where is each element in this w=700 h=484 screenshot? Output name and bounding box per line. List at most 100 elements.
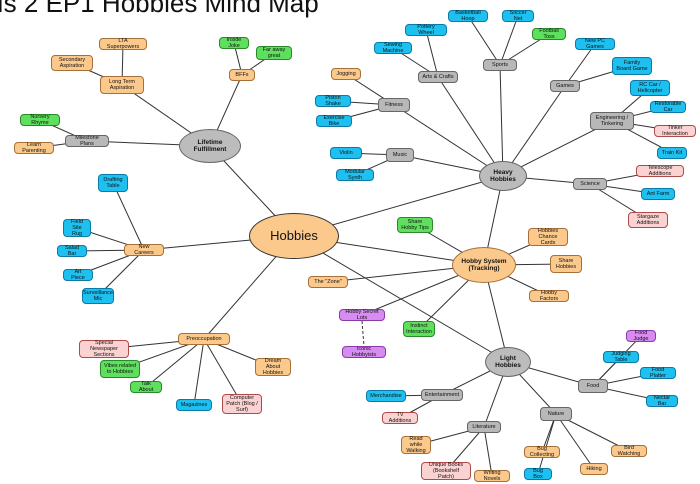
node-restorable: Restorable Car [650,101,686,113]
node-label: Inside Joke [226,36,242,49]
node-label: The "Zone" [314,278,342,285]
edge-arts-pottery [425,29,439,78]
node-bffs: BFFs [229,69,255,81]
node-label: Computer Patch (Blog / Surf) [226,394,258,414]
node-label: Soccer Net [509,9,527,22]
edge-heavy-games [502,85,566,177]
node-arts: Arts & Crafts [418,71,458,83]
node-insidejoke: Inside Joke [219,37,249,49]
node-secretlot: Hobby Secret Lots [339,309,385,321]
node-label: Train Kit [661,149,683,156]
node-label: Share Hobbies [555,257,577,270]
node-tinker: Tinker Interaction [654,125,696,137]
node-label: Stargaze Additions [636,213,660,226]
node-label: Sewing Machine [382,41,404,54]
node-fitness: Fitness [378,98,410,112]
node-label: Ant Farm [646,190,670,197]
node-label: Talk About [138,380,154,393]
edge-literature-writingnovels [483,426,493,477]
node-lta: LTA Superpowers [99,38,147,50]
node-label: Food [586,382,600,389]
node-merchandise: Merchandise [366,390,406,402]
node-milestone: Milestone Plans [65,135,109,147]
node-uniquebooks: Unique Books (Bookshelf Patch) [421,462,471,480]
node-pottery: Pottery Wheel [405,24,447,36]
node-label: Unique Books (Bookshelf Patch) [428,461,464,481]
node-tvadditions: TV Additions [382,412,418,424]
node-drafting: Drafting Table [98,174,128,192]
node-instinct: Instinct Interaction [403,321,435,337]
node-label: Exercise Bike [323,114,345,127]
edge-preoccupation-computerpatch [203,338,243,405]
node-computerpatch: Computer Patch (Blog / Surf) [222,394,262,414]
node-games: Games [550,80,580,92]
node-label: Hobbies Chance Cards [537,227,559,247]
node-soccer: Soccer Net [502,10,534,22]
node-label: Hobbies [270,227,318,243]
node-label: Surveillance Mic [83,289,113,302]
node-talkabout: Talk About [130,381,162,393]
node-label: Far away great [262,46,286,59]
node-label: Literature [472,423,496,430]
node-label: Hobby Factors [539,289,559,302]
node-nature: Nature [540,407,572,421]
node-label: Piston Shake [325,94,341,107]
node-label: Tinker Interaction [662,124,688,137]
node-birdwatching: Bird Watching [611,445,647,457]
node-label: Learn Parenting [22,141,46,154]
node-challenge: Hobbies Chance Cards [528,228,568,246]
node-label: Family Board Game [616,59,648,72]
node-violin: Violin [330,147,362,159]
node-label: Nature [547,410,565,417]
node-sports: Sports [483,59,517,71]
node-entertainment: Entertainment [421,389,463,401]
node-synth: Modular Synth [336,169,374,181]
edge-newcareers-drafting [112,182,145,251]
node-pistonshake: Piston Shake [315,95,351,107]
node-label: BFFs [235,71,249,78]
node-exercisebike: Exercise Bike [316,115,352,127]
node-vibes: Vibes related to Hobbies [100,360,140,378]
node-label: Field Site Rug [71,218,83,238]
node-label: TV Additions [388,411,412,424]
node-label: LTA Superpowers [106,37,140,50]
edge-nature-hiking [555,413,595,470]
edge-preoccupation-magazines [193,338,205,406]
node-music: Music [386,148,414,162]
node-literature: Literature [467,421,501,433]
node-label: Preoccupation [186,335,222,342]
node-label: Engineering / Tinkering [595,114,629,127]
node-label: Milestone Plans [75,134,99,147]
node-longterm: Long Term Aspiration [100,76,144,94]
node-basketball: Basketball Hoop [448,10,488,22]
node-label: Arts & Crafts [422,73,454,80]
node-antfarm: Ant Farm [641,188,675,200]
node-iconic: Iconic Hobbyists [342,346,386,358]
node-label: Jogging [336,70,356,77]
node-telescope: Telescope Additions [636,165,684,177]
node-bugcollecting: Bug Collecting [524,446,560,458]
node-rccar: RC Car / Helicopter [630,80,670,96]
node-artpiece: Art Piece [63,269,93,281]
edge-sports-soccer [499,15,519,66]
node-label: Special Newspaper Sections [90,339,118,359]
node-jogging: Jogging [331,68,361,80]
node-stargaze: Stargaze Additions [628,212,668,228]
node-label: New PC Games [584,37,606,50]
node-foodplatter: Food Platter [640,367,676,379]
node-nectarbar: Nectar Bar [646,395,678,407]
node-writingnovels: Writing Novels [474,470,510,482]
node-label: Games [556,82,574,89]
node-football: Football Toss [532,28,566,40]
node-sharetips: Share Hobby Tips [397,217,433,233]
node-label: New Careers [134,243,154,256]
node-label: Entertainment [424,391,460,398]
node-hiking: Hiking [580,463,608,475]
edge-sports-basketball [467,15,501,66]
node-label: Pottery Wheel [417,23,435,36]
node-label: Iconic Hobbyists [351,345,377,358]
node-newpc: New PC Games [575,38,615,50]
node-label: Bug Box [533,467,543,480]
node-label: Restorable Car [654,100,682,113]
edge-secretlot-iconic [361,320,365,347]
